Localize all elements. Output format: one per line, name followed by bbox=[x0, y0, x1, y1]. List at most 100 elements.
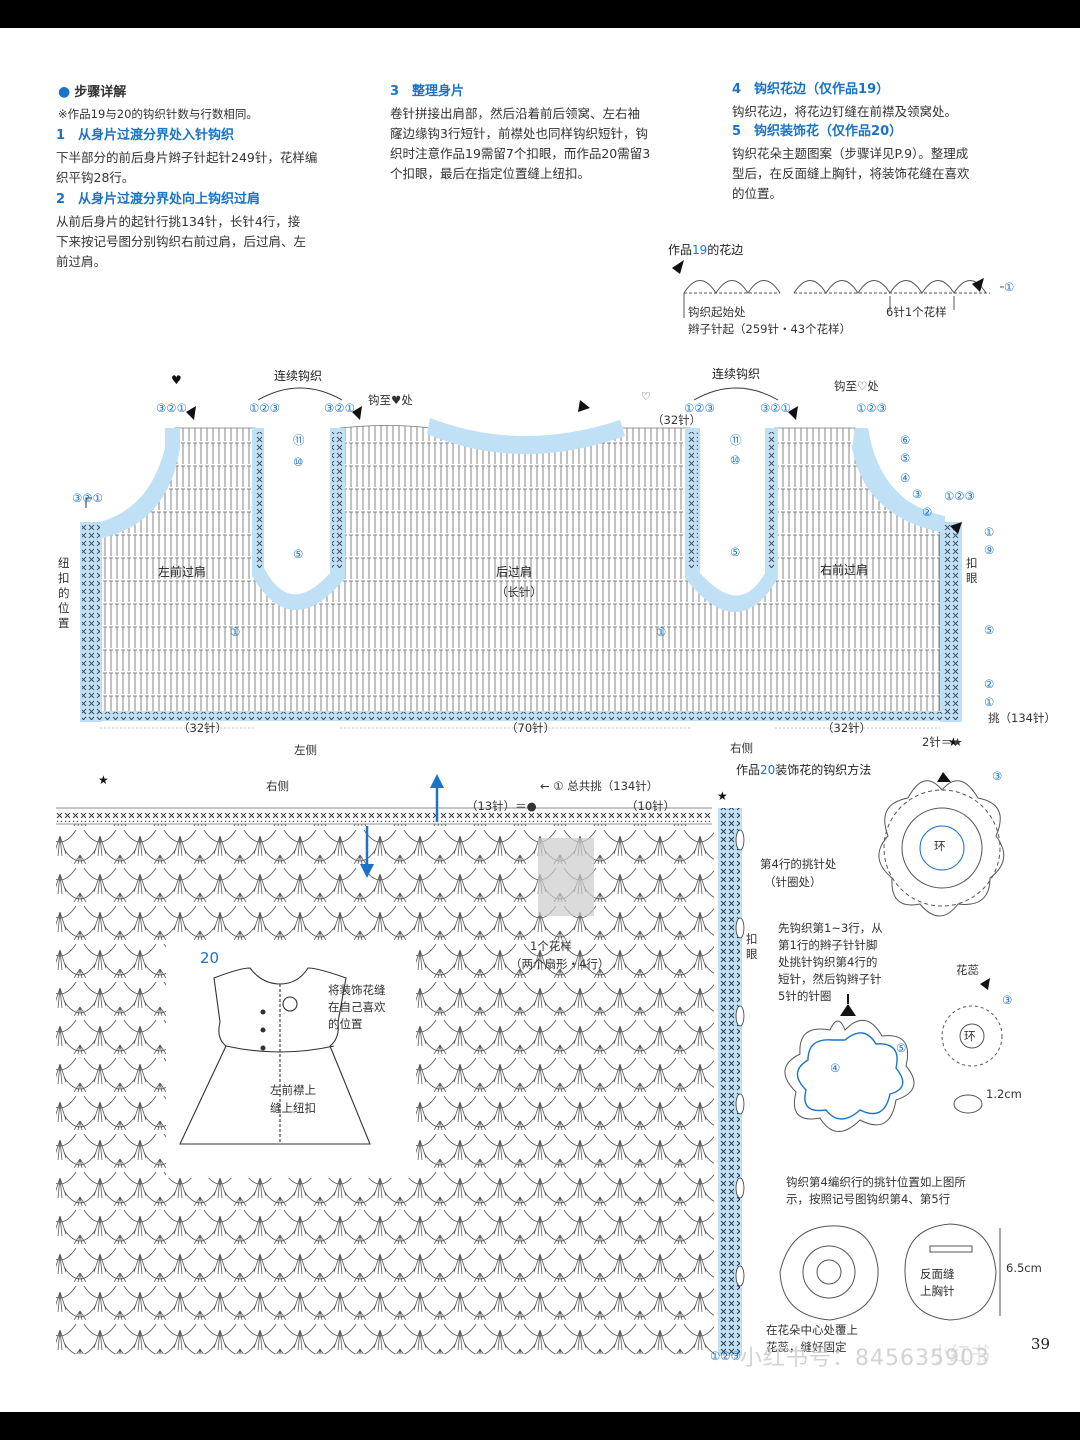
flower-instr3: 处挑针钩织第4行的 bbox=[778, 955, 878, 969]
body-buttonhole-label: 扣眼 bbox=[746, 932, 758, 961]
pin-note1: 反面缝 bbox=[920, 1267, 955, 1281]
step1-line1: 下半部分的前后身片辫子针起针249针，花样编 bbox=[56, 150, 318, 165]
step5-title: 5 钩织装饰花（仅作品20） bbox=[732, 124, 903, 139]
step5-line3: 的位置。 bbox=[732, 186, 783, 201]
rows-marker-6: ①②③ bbox=[856, 401, 887, 415]
center-note2: 花蕊，缝好固定 bbox=[766, 1340, 847, 1354]
stamen-row-3: ③ bbox=[1002, 993, 1013, 1007]
step2-line2: 下来按记号图分别钩织右前过肩，后过肩、左 bbox=[56, 234, 307, 249]
body-rows-marker: ①②③ bbox=[710, 1349, 741, 1363]
step2-line1: 从前后身片的起针行挑134针，长针4行，接 bbox=[56, 214, 301, 229]
dress-note5: 缝上纽扣 bbox=[270, 1101, 316, 1115]
continue-left-label: 连续钩织 bbox=[274, 369, 323, 383]
row-1-left: ① bbox=[230, 625, 241, 639]
page-number: 39 bbox=[1030, 1335, 1050, 1353]
right-side-label: 右侧 bbox=[730, 741, 753, 755]
pattern-page: ● 步骤详解 ※作品19与20的钩织针数与行数相同。 1 从身片过渡分界处入针钩… bbox=[0, 28, 1080, 1412]
step3-title: 3 整理身片 bbox=[390, 84, 465, 99]
flower-instr4: 短针，然后钩辫子针 bbox=[778, 972, 882, 986]
dress-note3: 的位置 bbox=[328, 1017, 363, 1031]
step2-line3: 前过肩。 bbox=[56, 254, 107, 269]
continue-right-label: 连续钩织 bbox=[712, 367, 761, 381]
rows-marker-7: ③②① bbox=[72, 491, 103, 505]
row-6-right: ⑥ bbox=[900, 433, 911, 447]
row-2-edge: ② bbox=[984, 677, 995, 691]
star-icon-right: ★ bbox=[717, 789, 728, 803]
left-side-label: 左侧 bbox=[294, 743, 317, 757]
heart-white-icon: ♡ bbox=[641, 390, 651, 403]
bullet-icon: ● bbox=[58, 84, 71, 100]
step5-line1: 钩织花朵主题图案（步骤详见P.9）。整理成 bbox=[732, 146, 969, 161]
row-5-right: ⑤ bbox=[730, 545, 741, 559]
body-right-side-label: 右侧 bbox=[266, 779, 289, 793]
row-2-right: ② bbox=[922, 505, 933, 519]
rows-marker-5: ③②① bbox=[760, 401, 791, 415]
step3-line1: 卷针拼接出肩部，然后沿着前后领窝、左右袖 bbox=[390, 106, 641, 121]
rows-marker-1: ③②① bbox=[156, 401, 187, 415]
dress-note4: 左前襟上 bbox=[270, 1083, 316, 1097]
row-11-left: ⑪ bbox=[293, 433, 305, 447]
star-icon-left: ★ bbox=[98, 773, 109, 787]
right-front-yoke-label: 右前过肩 bbox=[820, 563, 869, 577]
left-front-yoke-label: 左前过肩 bbox=[158, 565, 207, 579]
step3-line2: 窿边缘钩3行短针，前襟处也同样钩织短针，钩 bbox=[390, 126, 648, 141]
row-9-edge: ⑨ bbox=[984, 543, 995, 557]
step1-line2: 织平钩28行。 bbox=[56, 170, 135, 185]
flower-note2: 示，按照记号图钩织第4、第5行 bbox=[786, 1192, 951, 1206]
flower-instr5: 5针的针圈 bbox=[778, 989, 832, 1003]
step1-title: 1 从身片过渡分界处入针钩织 bbox=[56, 128, 235, 143]
count-32-left: （32针） bbox=[178, 721, 228, 735]
button-position-label: 纽扣的位置 bbox=[58, 556, 70, 630]
step4-line1: 钩织花边，将花边钉缝在前襟及领窝处。 bbox=[732, 104, 958, 119]
back-yoke-label: 后过肩 bbox=[496, 565, 533, 579]
row-5b-right: ⑤ bbox=[900, 451, 911, 465]
row-5-left: ⑤ bbox=[293, 547, 304, 561]
count-13-label: （13针）＝● bbox=[466, 799, 537, 813]
row-1-edge: ① bbox=[984, 525, 995, 539]
heart-black-icon: ♥ bbox=[171, 373, 182, 387]
star-icon: ★ bbox=[948, 735, 959, 749]
stamen-size: 1.2cm bbox=[986, 1087, 1022, 1101]
flower-ring: 环 bbox=[934, 839, 946, 853]
row-5-edge: ⑤ bbox=[984, 623, 995, 637]
steps-note: ※作品19与20的钩织针数与行数相同。 bbox=[58, 107, 258, 121]
watermark-logo: 小红书 bbox=[930, 1342, 990, 1366]
row-11-right: ⑪ bbox=[730, 433, 742, 447]
step4-title: 4 钩织花边（仅作品19） bbox=[732, 82, 890, 97]
edging-row-marker: ① bbox=[1004, 280, 1015, 294]
buttonhole-label: 扣眼 bbox=[966, 556, 978, 585]
count-32-right: （32针） bbox=[822, 721, 872, 735]
row-1-mid: ① bbox=[656, 625, 667, 639]
edging-start2: 辫子针起（259针・43个花样） bbox=[688, 322, 852, 336]
flower-size: 6.5cm bbox=[1006, 1261, 1042, 1275]
flower-title: 作品20装饰花的钩织方法 bbox=[736, 763, 872, 777]
flower-note1: 钩织第4编织行的挑针位置如上图所 bbox=[786, 1175, 966, 1189]
to-heart-white-label: 钩至♡处 bbox=[834, 379, 879, 393]
rows-marker-3: ③②① bbox=[324, 401, 355, 415]
flower-instr1: 先钩织第1~3行，从 bbox=[778, 921, 883, 935]
one-pattern-label1: 1个花样 bbox=[530, 939, 572, 953]
total-pick-label: ← ① 总共挑（134针） bbox=[540, 779, 659, 793]
piece-number: 20 bbox=[200, 949, 220, 967]
step3-line3: 织时注意作品19需留7个扣眼，而作品20需留3 bbox=[390, 146, 651, 161]
flower-row-5: ⑤ bbox=[896, 1041, 907, 1055]
rows-marker-2: ①②③ bbox=[249, 401, 280, 415]
flower-row-4: ④ bbox=[830, 1061, 841, 1075]
row-10-left: ⑩ bbox=[293, 455, 304, 469]
body-chart bbox=[56, 772, 1005, 1356]
flower-instr2: 第1行的辫子针针脚 bbox=[778, 938, 878, 952]
row-3-right: ③ bbox=[912, 487, 923, 501]
step2-title: 2 从身片过渡分界处向上钩织过肩 bbox=[56, 192, 261, 207]
one-pattern-label2: （两个扇形・4行） bbox=[510, 957, 610, 971]
rows-marker-4: ①②③ bbox=[684, 401, 715, 415]
count-32-top: （32针） bbox=[652, 413, 702, 427]
rows-marker-8: ①②③ bbox=[944, 489, 975, 503]
row-10-right: ⑩ bbox=[730, 453, 741, 467]
count-10-label: （10针） bbox=[626, 799, 676, 813]
row-1-edge-b: ① bbox=[984, 695, 995, 709]
two-stitch-label: 2针＝★ bbox=[922, 735, 963, 749]
step5-line2: 型后，在反面缝上胸针，将装饰花缝在喜欢 bbox=[732, 166, 970, 181]
stamen-ring: 环 bbox=[964, 1029, 976, 1043]
steps-heading: ● 步骤详解 bbox=[58, 84, 127, 100]
pick4-label1: 第4行的挑针处 bbox=[760, 857, 837, 871]
